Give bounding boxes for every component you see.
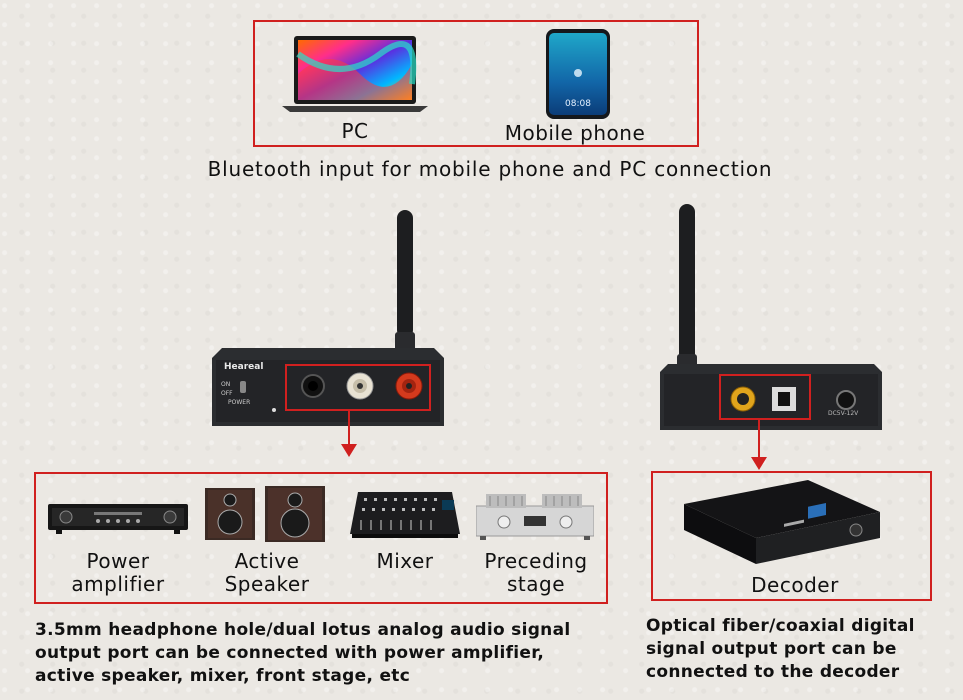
digital-ports-highlight [719, 374, 811, 420]
mobile-phone-label: Mobile phone [504, 121, 646, 145]
headphone-jack-icon [300, 373, 326, 399]
mixer-label: Mixer [376, 549, 434, 573]
power-switch-icon [240, 381, 246, 393]
pc-label: PC [341, 119, 369, 143]
right-device-body [660, 364, 882, 430]
mobile-phone-icon [543, 28, 613, 120]
decoder-label: Decoder [751, 573, 839, 597]
preceding-stage-label: Preceding stage [484, 549, 588, 596]
phone-time: 08:08 [565, 99, 591, 109]
digital-output-box [651, 471, 932, 601]
analog-output-caption: 3.5mm headphone hole/dual lotus analog a… [35, 620, 571, 686]
power-amplifier-icon [48, 502, 188, 536]
analog-ports-highlight [285, 364, 431, 411]
right-device-power-label: DC5V-12V [828, 410, 859, 417]
left-arrow-line [348, 411, 350, 445]
left-device-brand: Heareal [224, 362, 264, 372]
switch-on-label: ON [221, 381, 231, 388]
optical-port-icon [771, 386, 797, 412]
left-device-antenna [393, 210, 417, 360]
active-speaker-icon [205, 486, 329, 544]
laptop-icon [280, 34, 430, 114]
decoder-icon [680, 478, 886, 568]
mixer-icon [350, 488, 460, 540]
analog-outputs-box [34, 472, 608, 604]
right-arrow-line [758, 420, 760, 458]
left-arrow-head [341, 444, 357, 457]
bluetooth-caption: Bluetooth input for mobile phone and PC … [207, 157, 773, 181]
power-label: POWER [228, 399, 251, 406]
right-device-antenna [674, 204, 700, 384]
right-arrow-head [751, 457, 767, 470]
preceding-stage-icon [476, 492, 594, 542]
coaxial-port-icon [729, 385, 757, 413]
digital-output-caption: Optical fiber/coaxial digital signal out… [646, 616, 915, 682]
bluetooth-sources-box [253, 20, 699, 147]
left-device-body [212, 348, 444, 426]
power-amplifier-label: Power amplifier [71, 549, 165, 596]
active-speaker-label: Active Speaker [224, 549, 310, 596]
rca-red-port-icon [394, 371, 424, 401]
switch-off-label: OFF [221, 390, 233, 397]
rca-white-port-icon [345, 371, 375, 401]
